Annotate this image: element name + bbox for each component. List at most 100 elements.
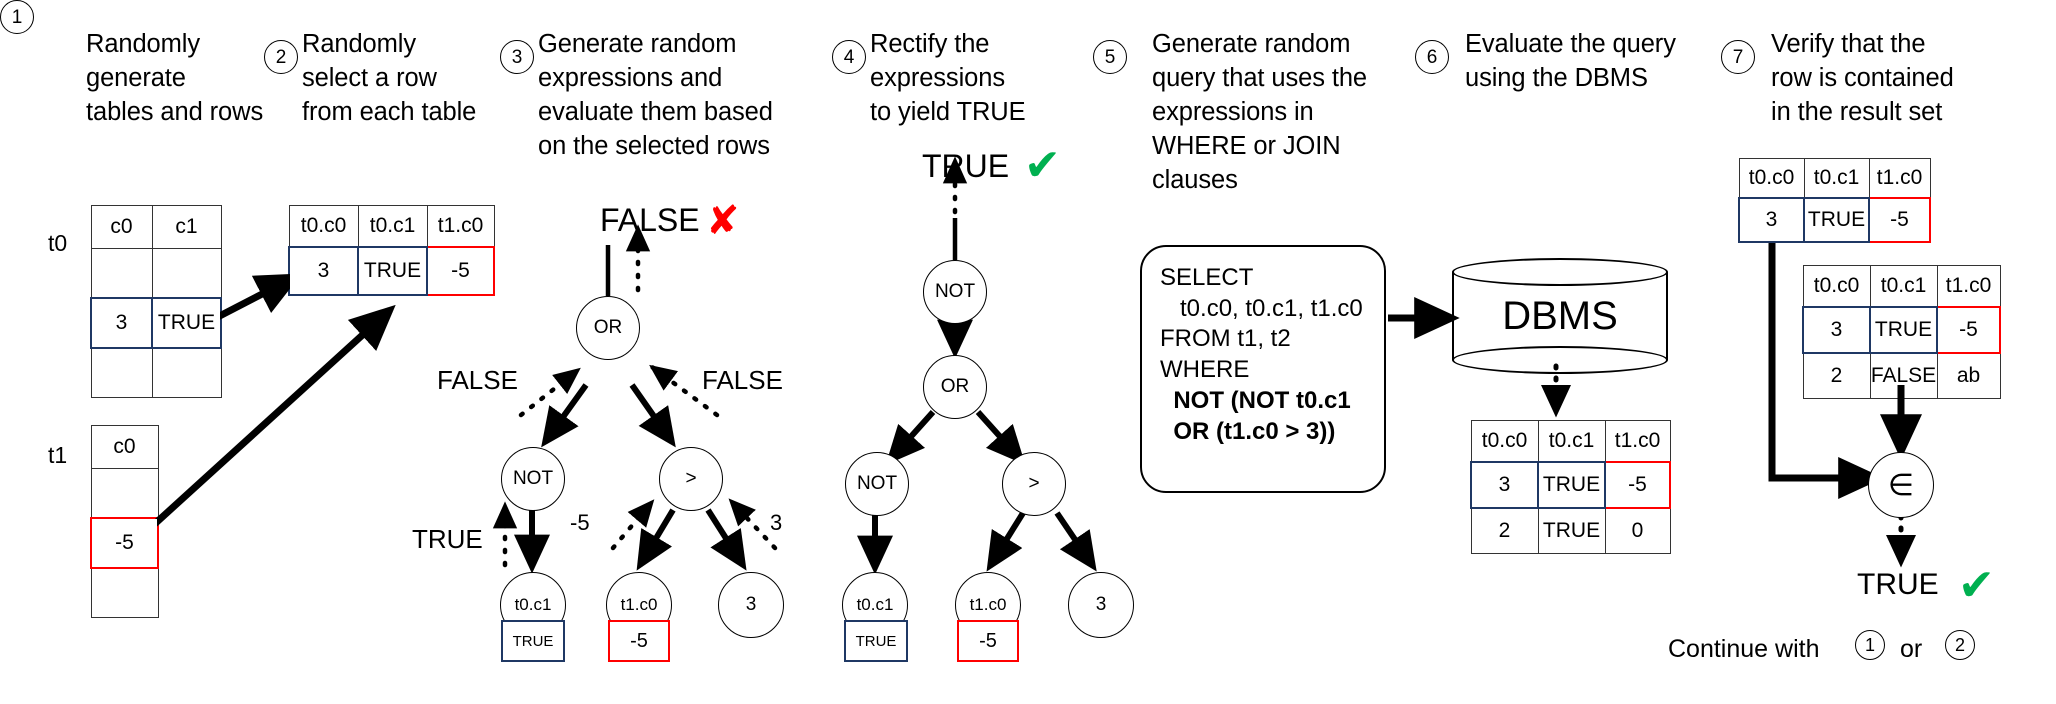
continue-step-badge-1-label: 1 [1864,634,1875,655]
cell-res-r0-c1: TRUE [1537,461,1606,509]
step-badge-1: 1 [0,0,34,34]
cell-vres-h1: t0.c1 [1869,265,1938,308]
table-row-selected: -5 [90,517,159,569]
tree4-node-not-root: NOT [923,260,987,324]
table-verify-row: t0.c0 t0.c1 t1.c0 3 TRUE -5 [1738,158,1931,243]
step-badge-6-label: 6 [1426,46,1438,68]
cell-sel-r0-c2: -5 [426,246,495,296]
step-badge-3: 3 [500,40,534,74]
check-icon-step7: ✔ [1958,561,1995,610]
step-badge-2-label: 2 [275,46,287,68]
tree4-leaf-t0c1-label: t0.c1 [856,595,894,614]
step-badge-5-label: 5 [1104,46,1116,68]
tree3-node-not-label: NOT [512,468,554,489]
cell-t1-r1-c0: -5 [90,517,159,569]
verify-result-label: TRUE [1857,568,1939,601]
continue-label: Continue with [1668,635,1820,663]
tree3-annot-left: FALSE [437,365,518,395]
tree3-annot-right: FALSE [702,365,783,395]
continue-or-label: or [1900,635,1923,663]
cell-sel-h0: t0.c0 [288,205,359,248]
step-badge-5: 5 [1093,40,1127,74]
table-row: c0 c1 [90,205,222,249]
table-label-t0: t0 [48,230,68,256]
step-label-5: Generate random query that uses the expr… [1152,30,1367,194]
tree4-leafvalue-t1c0-label: -5 [979,629,997,652]
table-dbms-result: t0.c0 t0.c1 t1.c0 3 TRUE -5 2 TRUE 0 [1470,420,1671,554]
cell-vrow-h2: t1.c0 [1868,158,1931,199]
sql-line-select: SELECT [1160,264,1254,291]
tree3-leafvalue-t0c1: TRUE [501,620,565,662]
cross-icon: ✘ [706,199,740,243]
continue-step-badge-1: 1 [1855,630,1885,660]
cell-vres-h2: t1.c0 [1936,265,2001,308]
tree4-leafvalue-t1c0: -5 [957,620,1019,662]
sql-line-columns: t0.c0, t0.c1, t1.c0 [1160,294,1363,322]
sql-line-cond2: OR (t1.c0 > 3)) [1160,417,1336,445]
table-selected-row: t0.c0 t0.c1 t1.c0 3 TRUE -5 [288,205,495,296]
sql-line-where: WHERE [1160,356,1250,384]
dbms-cylinder-top [1452,258,1668,286]
step-label-7: Verify that the row is contained in the … [1771,30,1954,126]
tree3-leafvalue-t0c1-label: TRUE [512,632,554,650]
check-icon-step4: ✔ [1024,141,1061,190]
cell-t0-c1-header: c1 [151,205,222,249]
cell-vres-r0-c2: -5 [1936,306,2001,354]
step-badge-7: 7 [1721,40,1755,74]
table-row: 3 TRUE -5 [288,246,495,296]
table-row: t0.c0 t0.c1 t1.c0 [288,205,495,248]
cell-t0-r2-c0 [90,347,153,398]
cell-t0-r1-c0: 3 [90,297,153,349]
cell-res-r0-c0: 3 [1470,461,1539,509]
table-row: 2 FALSE ab [1802,352,2001,399]
cell-res-h1: t0.c1 [1537,420,1606,463]
cell-res-r1-c0: 2 [1470,507,1539,554]
tree4-node-not-label: NOT [856,473,898,494]
tree4-leafvalue-t0c1: TRUE [844,620,908,662]
step-badge-2: 2 [264,40,298,74]
cell-sel-r0-c0: 3 [288,246,359,296]
table-t1: c0 -5 [90,425,159,618]
table-row [90,567,159,618]
tree4-leaf-t1c0-label: t1.c0 [969,595,1007,614]
sql-query-box: SELECT t0.c0, t0.c1, t1.c0 FROM t1, t2 W… [1140,245,1386,493]
table-row: t0.c0 t0.c1 t1.c0 [1802,265,2001,308]
tree4-leaf-const3: 3 [1068,572,1134,638]
cell-res-r0-c2: -5 [1604,461,1671,509]
tree3-leafvalue-t1c0: -5 [608,620,670,662]
cell-t1-c0-header: c0 [90,425,159,469]
cell-vrow-r0-c0: 3 [1738,197,1805,243]
cell-res-r1-c1: TRUE [1537,507,1606,554]
tree3-leaf-const3: 3 [718,572,784,638]
tree4-node-gt: > [1002,452,1066,516]
step-label-2: Randomly select a row from each table [302,30,477,126]
table-row-selected: 3 TRUE [90,297,222,349]
table-row: t0.c0 t0.c1 t1.c0 [1470,420,1671,463]
table-row [90,347,222,398]
tree3-node-or: OR [576,296,640,360]
cell-t0-r0-c0 [90,248,153,299]
step-label-4: Rectify the expressions to yield TRUE [870,30,1026,126]
tree4-node-or: OR [923,355,987,419]
cell-vrow-r0-c2: -5 [1868,197,1931,243]
cell-sel-h2: t1.c0 [426,205,495,248]
cell-vres-r0-c0: 3 [1802,306,1871,354]
step-badge-7-label: 7 [1732,46,1744,68]
cell-vrow-h1: t0.c1 [1803,158,1870,199]
step-label-3: Generate random expressions and evaluate… [538,30,773,160]
table-row: 3 TRUE -5 [1802,306,2001,354]
cell-res-h2: t1.c0 [1604,420,1671,463]
cell-res-r1-c2: 0 [1604,507,1671,554]
continue-step-badge-2: 2 [1945,630,1975,660]
table-row: c0 [90,425,159,469]
cell-t0-r2-c1 [151,347,222,398]
table-row [90,248,222,299]
membership-operator-label: ∈ [1887,468,1915,502]
table-verify-result-set: t0.c0 t0.c1 t1.c0 3 TRUE -5 2 FALSE ab [1802,265,2001,399]
cell-vres-r1-c1: FALSE [1869,352,1938,399]
step-badge-4-label: 4 [843,46,855,68]
step-label-1: Randomly generate tables and rows [86,30,264,126]
cell-vrow-r0-c1: TRUE [1803,197,1870,243]
cell-t0-c0-header: c0 [90,205,153,249]
table-row [90,468,159,519]
